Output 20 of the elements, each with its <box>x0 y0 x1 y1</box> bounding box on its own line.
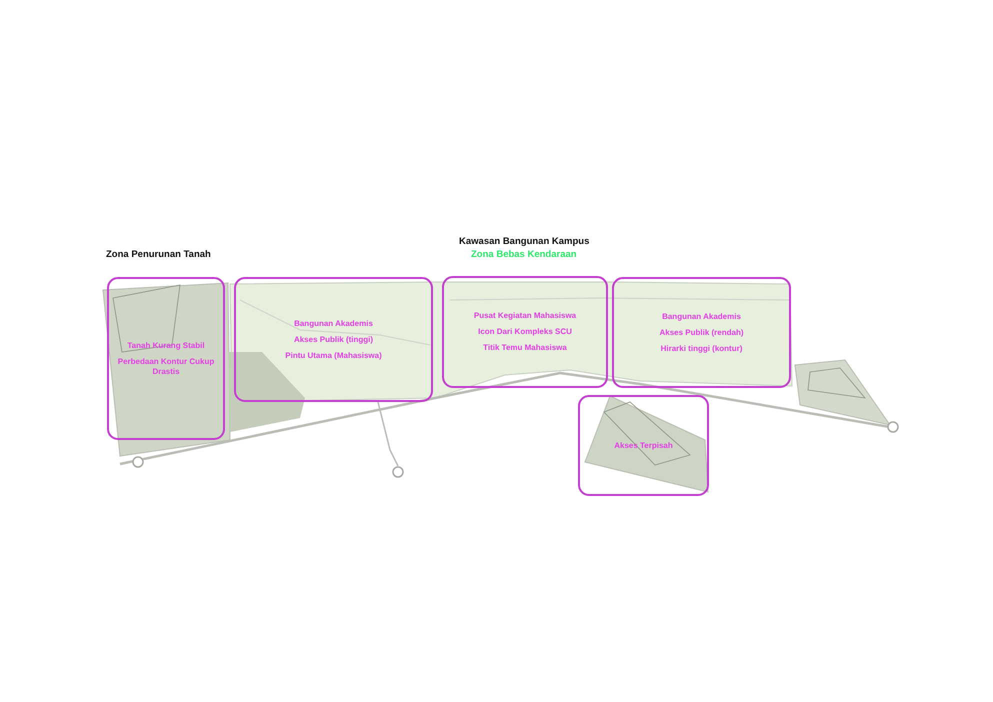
zone-label: Akses Publik (rendah) <box>659 328 744 338</box>
zone-frame <box>578 395 709 496</box>
zone-label: Bangunan Akademis <box>662 312 741 322</box>
zone-label: Perbedaan Kontur Cukup Drastis <box>116 356 216 376</box>
zone-label: Pintu Utama (Mahasiswa) <box>285 350 382 360</box>
zone-label: Bangunan Akademis <box>294 318 373 328</box>
zone-label: Akses Publik (tinggi) <box>294 334 374 344</box>
zone-frame <box>442 276 608 388</box>
zone-label: Hirarki tinggi (kontur) <box>660 344 742 354</box>
zone-heading: Kawasan Bangunan Kampus <box>459 236 590 247</box>
zone-label: Titik Temu Mahasiswa <box>483 343 567 353</box>
zone-heading: Zona Bebas Kendaraan <box>471 249 577 260</box>
zone-frame <box>612 277 791 388</box>
zone-frame <box>107 277 225 440</box>
zone-label: Pusat Kegiatan Mahasiswa <box>474 311 576 321</box>
zone-label: Akses Terpisah <box>614 440 673 450</box>
zone-label: Tanah Kurang Stabil <box>127 340 205 350</box>
zone-label: Icon Dari Kompleks SCU <box>478 327 572 337</box>
zone-heading: Zona Penurunan Tanah <box>106 249 211 260</box>
zone-frame <box>234 277 433 402</box>
